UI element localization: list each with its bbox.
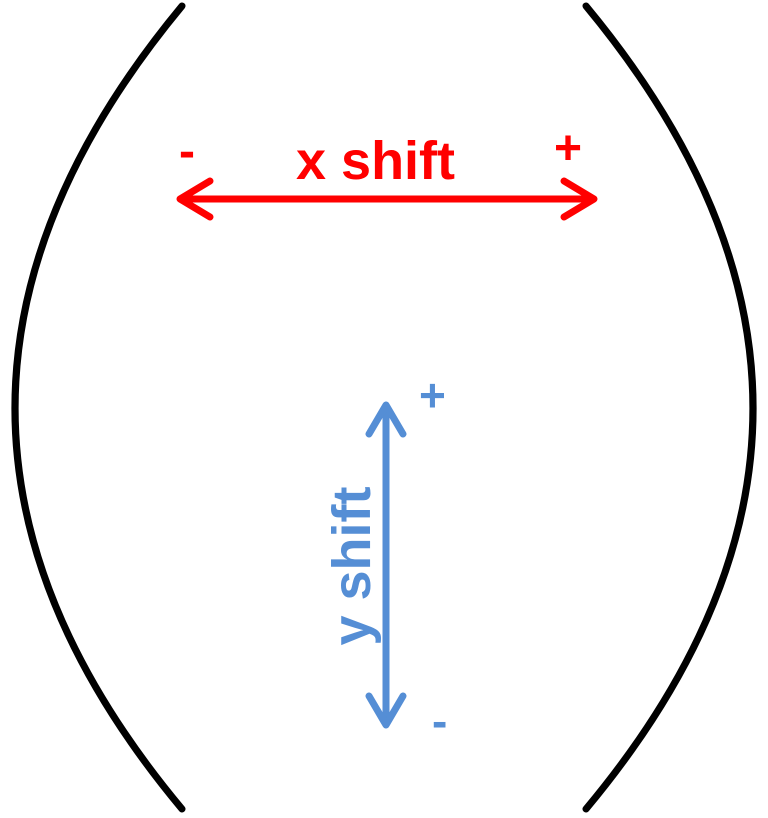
x-shift-minus-sign: - [179,125,195,178]
x-shift-arrowhead-left [176,177,214,221]
y-shift-plus-sign: + [419,369,446,421]
right-bracket [582,2,757,813]
x-shift-label: x shift [296,131,456,191]
x-shift-plus-sign: + [554,122,583,175]
y-shift-arrow [365,401,407,729]
x-shift-arrowhead-right [560,177,598,221]
x-shift-arrow [176,177,598,221]
y-shift-label: y shift [322,486,382,646]
y-shift-arrowhead-top [365,401,407,438]
y-shift-arrowhead-bottom [365,692,407,729]
left-bracket [11,2,186,813]
y-shift-minus-sign: - [432,695,448,747]
